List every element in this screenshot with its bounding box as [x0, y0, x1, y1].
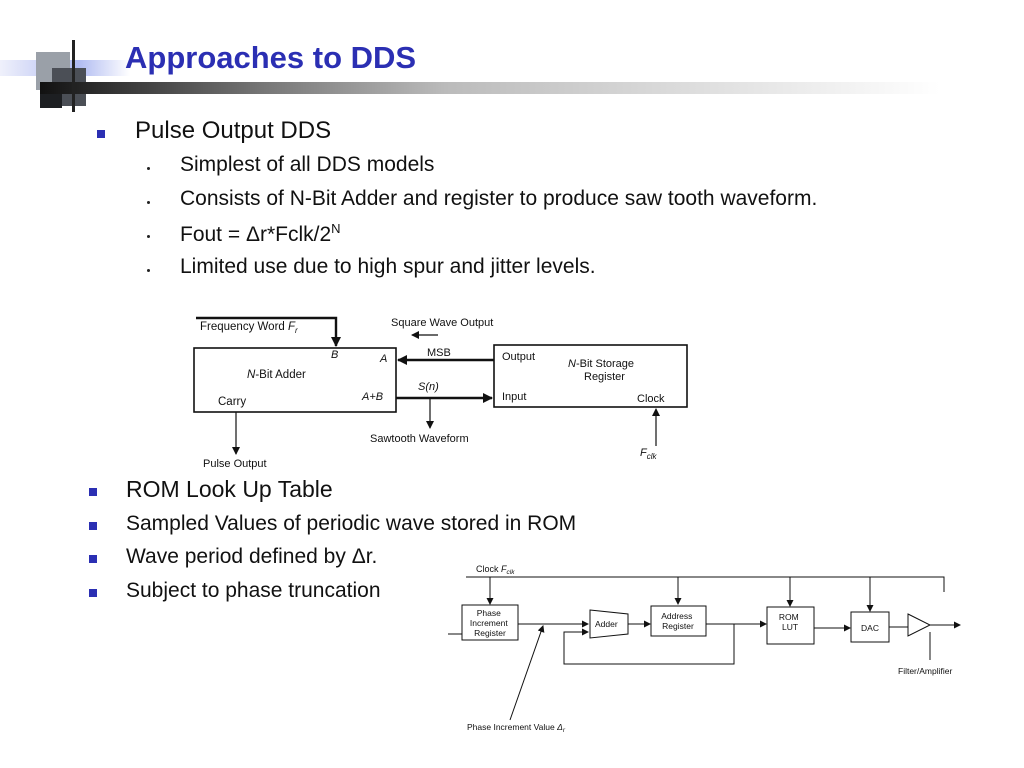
bullet-square-icon	[89, 522, 97, 530]
list-item: Limited use due to high spur and jitter …	[180, 255, 596, 278]
phase-increment-register-block	[461, 604, 519, 641]
frequency-word-label: Frequency Word Fr	[200, 321, 298, 335]
address-register-label: Address Register	[661, 611, 695, 631]
output-port-label: Output	[502, 351, 535, 363]
storage-register-block	[493, 344, 688, 408]
clock-label: Clock Fclk	[476, 564, 515, 576]
carry-label: Carry	[218, 396, 246, 408]
feedback-loop	[563, 624, 735, 665]
bullet-dot-icon	[147, 269, 150, 272]
title-decoration-line	[72, 40, 75, 112]
clock-port-label: Clock	[637, 393, 665, 405]
list-item: Consists of N-Bit Adder and register to …	[180, 187, 818, 210]
phase-increment-value-arrow	[509, 625, 545, 721]
list-item: Simplest of all DDS models	[180, 153, 435, 176]
msb-label: MSB	[427, 347, 451, 359]
slide-title: Approaches to DDS	[125, 40, 417, 75]
adder-block	[193, 347, 397, 413]
register-label-line2: Register	[584, 371, 625, 383]
square-wave-output-label: Square Wave Output	[391, 317, 493, 329]
filter-amplifier-icon	[907, 613, 932, 637]
sawtooth-waveform-label: Sawtooth Waveform	[370, 433, 469, 445]
bullet-dot-icon	[147, 201, 150, 204]
register-label-line1: N-Bit Storage	[568, 358, 634, 370]
adder-label: N-Bit Adder	[247, 369, 306, 381]
port-b-label: B	[331, 349, 338, 361]
filter-amplifier-label: Filter/Amplifier	[898, 666, 952, 676]
adder-block	[589, 609, 629, 639]
adder-label: Adder	[595, 619, 618, 629]
title-decoration-square	[40, 90, 62, 108]
port-a-label: A	[379, 353, 387, 365]
input-port-label: Input	[502, 391, 526, 403]
fclk-label: Fclk	[640, 447, 658, 461]
bullet-square-icon	[89, 589, 97, 597]
bullet-dot-icon	[147, 167, 150, 170]
title-underline-bar	[40, 82, 940, 94]
phase-register-label: Phase Increment Register	[470, 608, 510, 638]
clock-line	[466, 576, 945, 592]
pulse-output-label: Pulse Output	[203, 458, 267, 470]
port-a-plus-b-label: A+B	[361, 391, 383, 403]
bullet-dot-icon	[147, 235, 150, 238]
formula-text: Fout = Δr*Fclk/2	[180, 223, 332, 246]
address-register-block	[650, 605, 707, 637]
list-item-formula: Fout = Δr*Fclk/2N	[180, 221, 341, 247]
phase-increment-value-label: Phase Increment Value Δr	[467, 722, 566, 734]
rom-lut-label: ROM LUT	[779, 612, 801, 632]
section-heading-pulse-output: Pulse Output DDS	[135, 117, 332, 144]
list-item: Wave period defined by Δr.	[126, 545, 378, 568]
formula-superscript: N	[331, 221, 341, 236]
rom-lut-block	[766, 606, 815, 645]
bullet-square-icon	[89, 488, 97, 496]
dac-label: DAC	[861, 623, 879, 633]
frequency-word-arrow	[196, 316, 341, 347]
list-item: Subject to phase truncation	[126, 579, 381, 602]
sn-label: S(n)	[418, 381, 439, 393]
list-item: ROM Look Up Table	[126, 476, 333, 502]
bullet-square-icon	[97, 130, 105, 138]
list-item: Sampled Values of periodic wave stored i…	[126, 512, 577, 535]
bullet-square-icon	[89, 555, 97, 563]
